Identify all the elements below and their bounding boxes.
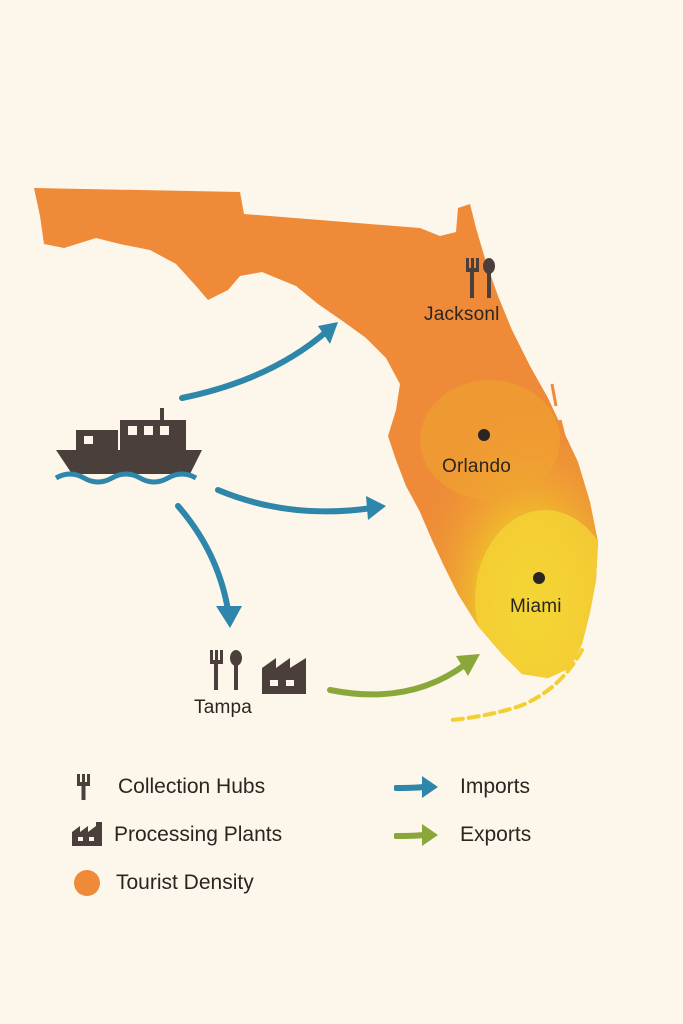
city-label-jacksonville: Jacksonl (424, 304, 500, 325)
import-arrow-south (175, 503, 231, 613)
import-arrowhead-east (366, 496, 386, 520)
jacksonville-collection-hub-icon (466, 258, 495, 298)
city-label-orlando: Orlando (442, 456, 511, 477)
import-arrowhead-south (216, 606, 242, 628)
legend-label: Processing Plants (114, 823, 283, 846)
legend-item-processing-plants: Processing Plants (70, 820, 282, 850)
legend-item-tourist-density: Tourist Density (72, 868, 254, 898)
export-arrowhead (456, 654, 480, 676)
tampa-collection-hub-icon (210, 650, 242, 690)
miami-dot (533, 572, 545, 584)
tourist-density-overlay (400, 370, 598, 678)
florida-keys (450, 648, 584, 722)
orlando-dot (478, 429, 490, 441)
import-arrow-north (179, 329, 329, 401)
barrier-islands (550, 383, 568, 445)
import-arrow-east (215, 487, 375, 515)
orange-dot-icon (72, 868, 116, 898)
tampa-processing-plant-icon (262, 658, 306, 694)
city-label-tampa: Tampa (194, 697, 253, 718)
import-arrowhead-north (318, 322, 338, 344)
fork-icon (74, 772, 118, 802)
legend-label: Collection Hubs (118, 775, 266, 798)
export-arrow (327, 661, 469, 698)
legend-item-collection-hubs: Collection Hubs (74, 772, 265, 802)
factory-icon (70, 820, 114, 850)
city-label-miami: Miami (510, 596, 562, 617)
legend-label: Imports (460, 775, 531, 798)
blue-arrow-icon (394, 772, 460, 802)
legend-label: Tourist Density (116, 871, 254, 894)
legend-label: Exports (460, 823, 532, 846)
cargo-ship-icon (54, 408, 202, 485)
import-arrows (175, 329, 375, 613)
legend-item-imports: Imports (394, 772, 530, 802)
green-arrow-icon (394, 820, 460, 850)
legend-item-exports: Exports (394, 820, 531, 850)
